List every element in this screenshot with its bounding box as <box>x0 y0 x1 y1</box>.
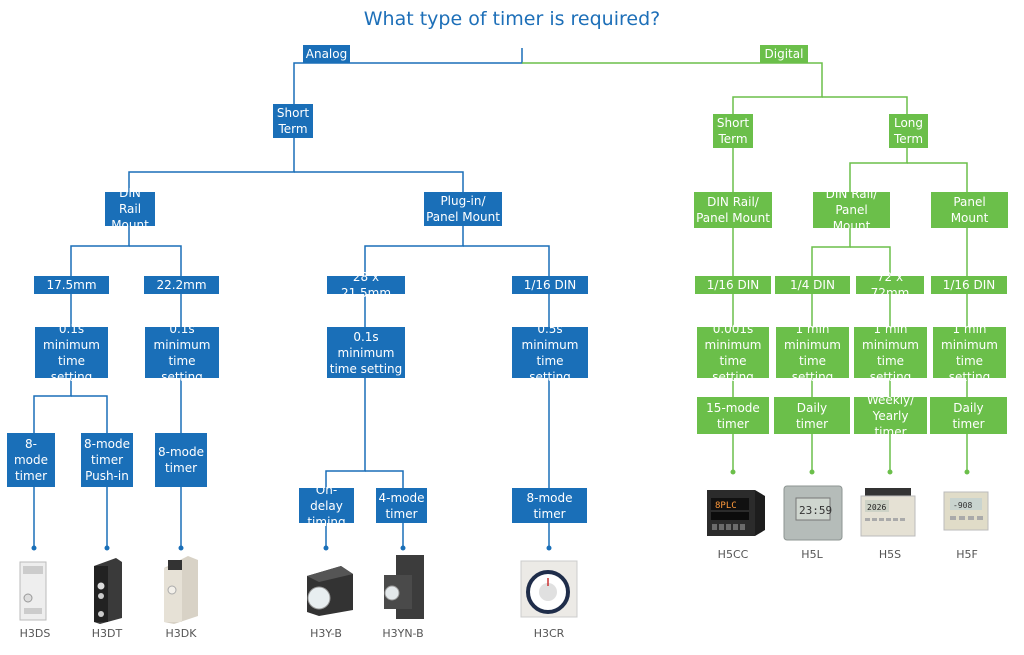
node-4-mode-timer: 4-mode timer <box>376 488 427 523</box>
node-din-rail-panel-mount: DIN Rail/ Panel Mount <box>813 187 890 233</box>
product-label: H5CC <box>717 548 749 561</box>
node-72x72mm: 72 x 72mm <box>856 270 924 300</box>
din-rail-timer-white-icon <box>19 561 47 621</box>
product-label: H3DS <box>19 627 51 640</box>
analog-endpoint-dots <box>31 545 552 551</box>
node-min-time-0-1s: 0.1s minimum time setting <box>327 327 405 378</box>
node-1-4-din: 1/4 DIN <box>775 276 850 294</box>
plug-in-timer-socket-icon <box>384 555 424 619</box>
node-min-time-0-5s: 0.5s minimum time setting <box>512 322 588 384</box>
svg-text:8PLC: 8PLC <box>715 501 737 511</box>
product-label: H3Y-B <box>310 627 342 640</box>
node-digital-short-term: Short Term <box>713 114 753 148</box>
din-rail-timer-black-icon <box>94 558 122 624</box>
product-label: H3CR <box>533 627 565 640</box>
node-8-mode-timer: 8-mode timer <box>512 488 587 523</box>
node-8-mode-timer: 8-mode timer <box>7 433 55 487</box>
node-15-mode-timer: 15-mode timer <box>697 397 769 434</box>
node-min-time-1-min: 1 min minimum time setting <box>854 322 927 384</box>
svg-text:-908: -908 <box>953 501 972 510</box>
panel-timer-dial-icon <box>520 560 578 618</box>
node-1-16-din: 1/16 DIN <box>695 276 771 294</box>
node-min-time-0-001s: 0.001s minimum time setting <box>697 322 769 384</box>
node-min-time-1-min: 1 min minimum time setting <box>933 322 1006 384</box>
node-weekly-yearly-timer: Weekly/ Yearly timer <box>854 393 927 439</box>
product-label: H5S <box>878 548 902 561</box>
node-28x21-5mm: 28 x 21.5mm <box>327 270 405 300</box>
node-plug-in-panel-mount: Plug-in/ Panel Mount <box>424 192 502 226</box>
node-8-mode-timer: 8-mode timer <box>155 433 207 487</box>
node-daily-timer: Daily timer <box>774 397 850 434</box>
svg-text:2026: 2026 <box>867 503 886 512</box>
node-22-2mm: 22.2mm <box>144 276 219 294</box>
product-label: H3DT <box>91 627 123 640</box>
node-panel-mount: Panel Mount <box>931 192 1008 228</box>
node-17-5mm: 17.5mm <box>34 276 109 294</box>
digital-connectors <box>522 62 968 472</box>
node-analog-short-term: Short Term <box>273 104 313 138</box>
product-label: H5F <box>956 548 978 561</box>
node-min-time-1-min: 1 min minimum time setting <box>776 322 849 384</box>
node-din-rail-mount: DIN Rail Mount <box>105 186 155 232</box>
node-long-term: Long Term <box>889 114 928 148</box>
digital-timer-grey-icon: 23:59 <box>783 485 843 541</box>
node-din-rail-panel-mount: DIN Rail/ Panel Mount <box>694 192 772 228</box>
node-daily-timer: Daily timer <box>930 397 1007 434</box>
product-label: H3YN-B <box>382 627 424 640</box>
node-1-16-din: 1/16 DIN <box>512 276 588 294</box>
din-rail-timer-beige-icon <box>164 556 198 624</box>
digital-endpoint-dots <box>730 469 970 475</box>
digital-timer-weekly-icon: 2026 <box>860 488 916 537</box>
node-digital: Digital <box>760 45 808 63</box>
diagram-title: What type of timer is required? <box>363 8 661 30</box>
digital-timer-beige-icon: -908 <box>943 491 989 531</box>
product-label: H5L <box>801 548 823 561</box>
product-label: H3DK <box>165 627 197 640</box>
digital-timer-black-icon: 8PLC <box>707 490 765 536</box>
svg-text:23:59: 23:59 <box>799 504 832 517</box>
analog-connectors <box>33 48 550 548</box>
node-on-delay-timing: On-delay timing <box>299 483 354 529</box>
node-analog: Analog <box>303 45 350 63</box>
node-1-16-din: 1/16 DIN <box>931 276 1007 294</box>
plug-in-timer-black-icon <box>307 566 353 616</box>
node-min-time-0-1s: 0.1s minimum time setting <box>35 322 108 384</box>
node-8-mode-timer-push-in: 8-mode timer Push-in <box>81 433 133 487</box>
node-min-time-0-1s: 0.1s minimum time setting <box>145 322 219 384</box>
